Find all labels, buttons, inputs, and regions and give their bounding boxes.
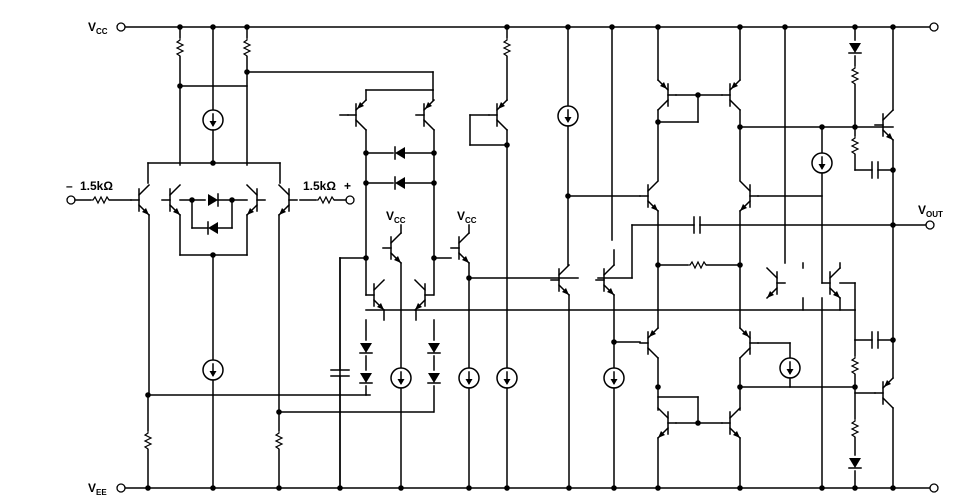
diode: [848, 42, 862, 54]
vcc-label: VCC: [88, 20, 108, 36]
current-source: [603, 367, 625, 389]
pnp-transistor: [639, 327, 659, 359]
current-source: [811, 152, 833, 174]
pnp-transistor: [739, 327, 759, 359]
noninverting-input-resistor-label: 1.5kΩ: [303, 179, 336, 193]
diode: [207, 221, 219, 235]
vcc-terminal-right[interactable]: [929, 22, 939, 32]
vcc-terminal[interactable]: [116, 22, 126, 32]
input-transistor-left: [130, 184, 150, 216]
vcc-local-label-2: VCC: [457, 209, 477, 225]
vee-label: VEE: [88, 481, 107, 497]
resistor: [176, 36, 184, 58]
output-transistor-top: [874, 109, 894, 141]
gain-stage: [550, 24, 641, 491]
resistor: [851, 354, 859, 376]
diode: [427, 372, 441, 384]
resistor: [144, 429, 152, 451]
vout-label: VOUT: [918, 203, 943, 219]
input-transistor-left-inner: [161, 184, 181, 216]
npn-transistor: [365, 279, 385, 311]
diode: [394, 176, 406, 190]
output-transistor-bottom: [874, 377, 894, 409]
pnp-transistor: [721, 79, 741, 111]
pnp-transistor: [657, 79, 677, 111]
resistor: [851, 64, 859, 86]
npn-transistor: [721, 407, 741, 439]
noninverting-input: 1.5kΩ +: [299, 179, 355, 205]
current-source: [496, 367, 518, 389]
resistor: [686, 261, 708, 269]
noninverting-input-terminal[interactable]: [345, 195, 355, 205]
inverting-input: – 1.5kΩ: [66, 179, 132, 205]
inverting-input-terminal[interactable]: [66, 195, 76, 205]
input-transistor-right-inner: [246, 184, 266, 216]
inverting-input-sign: –: [66, 179, 73, 193]
diode: [394, 146, 406, 160]
diode: [359, 342, 373, 354]
current-source: [557, 105, 579, 127]
npn-transistor: [821, 267, 841, 299]
vout-terminal[interactable]: [925, 220, 935, 230]
inverting-input-resistor-label: 1.5kΩ: [80, 179, 113, 193]
npn-transistor: [450, 232, 470, 264]
npn-transistor: [550, 264, 570, 296]
diode: [359, 372, 373, 384]
noninverting-input-sign: +: [344, 179, 351, 193]
resistor: [243, 36, 251, 58]
npn-transistor: [766, 267, 786, 299]
npn-transistor: [639, 180, 659, 212]
pnp-transistor: [347, 99, 367, 131]
noninverting-input-resistor: [314, 196, 336, 204]
current-source: [390, 367, 412, 389]
resistor: [503, 36, 511, 58]
input-transistor-right: [278, 184, 298, 216]
pnp-transistor: [488, 99, 508, 131]
vee-terminal-right[interactable]: [929, 483, 939, 493]
current-source: [202, 359, 224, 381]
diode: [207, 193, 219, 207]
vee-rail: [116, 483, 939, 493]
second-stage: [330, 71, 856, 491]
current-source: [458, 367, 480, 389]
vee-terminal[interactable]: [116, 483, 126, 493]
resistor: [275, 429, 283, 451]
output-mirrors: [597, 24, 894, 491]
current-source: [779, 357, 801, 379]
vcc-rail: [116, 22, 939, 32]
resistor: [851, 134, 859, 156]
bias-section: [466, 24, 579, 491]
npn-transistor: [657, 407, 677, 439]
input-stage: [130, 24, 434, 491]
npn-transistor: [414, 279, 434, 311]
npn-transistor: [595, 264, 615, 296]
pnp-transistor: [415, 99, 435, 131]
current-source: [202, 109, 224, 131]
diode: [848, 457, 862, 469]
npn-transistor: [739, 180, 759, 212]
npn-transistor: [382, 232, 402, 264]
vcc-local-label-1: VCC: [386, 209, 406, 225]
inverting-input-resistor: [89, 196, 111, 204]
output-stage: [766, 24, 935, 491]
diode: [427, 342, 441, 354]
resistor: [851, 417, 859, 439]
